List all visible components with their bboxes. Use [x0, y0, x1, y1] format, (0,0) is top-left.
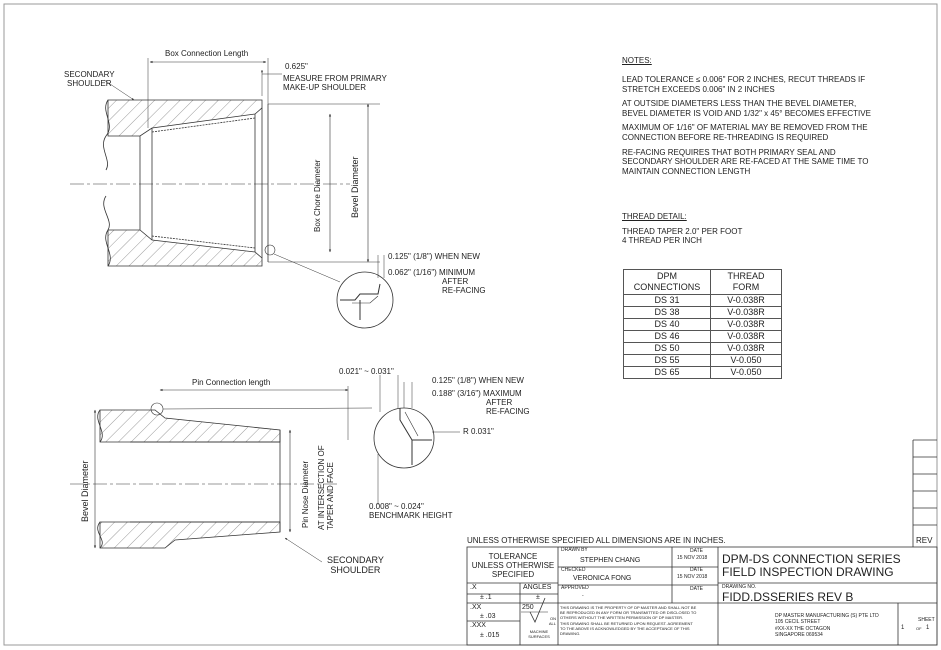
tol-xxx-value: ± .015 — [480, 632, 500, 639]
checked-label: CHECKED — [561, 567, 586, 573]
box-break-bottom — [103, 195, 111, 267]
box-detail-circle — [336, 271, 394, 329]
note-item: MAXIMUM OF 1/16" OF MATERIAL MAY BE REMO… — [622, 123, 868, 142]
pin-connection-view — [70, 375, 460, 563]
title-block-frame — [466, 439, 938, 646]
sheet-label: SHEET — [918, 617, 935, 623]
rev-label: REV — [916, 536, 933, 545]
tol-x: .X — [470, 584, 477, 591]
thread-detail-heading: THREAD DETAIL: — [622, 212, 687, 221]
box-connection-view — [70, 58, 394, 329]
tol-x-value: ± .1 — [480, 594, 492, 601]
property-notice: THIS DRAWING IS THE PROPERTY OF DP MASTE… — [560, 605, 697, 636]
surface-finish-value: 250 — [522, 604, 534, 611]
angles-value: ± — [536, 594, 540, 601]
pin-detail-circle — [373, 407, 435, 469]
dim-0625-label: 0.625" — [285, 62, 308, 71]
tol-xxx: .XXX — [470, 622, 486, 629]
bottom-bevel-diameter-label: Bevel Diameter — [80, 460, 90, 522]
date-label-2: DATE — [690, 567, 703, 573]
note-item: RE-FACING REQUIRES THAT BOTH PRIMARY SEA… — [622, 147, 869, 176]
pin-upper-wall — [99, 409, 281, 443]
drawn-by-label: DRAWN BY — [561, 547, 588, 553]
checked-value: VERONICA FONG — [573, 575, 632, 582]
drawing-no-label: DRAWING NO. — [722, 584, 757, 590]
bottom-when-new-label: 0.125" (1/8") WHEN NEW — [432, 376, 524, 385]
tol-xx-value: ± .03 — [480, 613, 496, 620]
date-value-1: 15 NOV 2018 — [677, 555, 708, 561]
company-block: DP MASTER MANUFACTURING (S) PTE LTD 105 … — [775, 613, 879, 638]
date-value-2: 15 NOV 2018 — [677, 574, 708, 580]
top-bevel-diameter-label: Bevel Diameter — [350, 156, 360, 218]
pin-connection-length-label: Pin Connection length — [192, 378, 271, 387]
pin-nose-diameter-label: Pin Nose Diameter — [301, 460, 310, 528]
bottom-maximum-label: 0.188" (3/16") MAXIMUM AFTER RE-FACING — [432, 389, 530, 417]
approved-label: APPROVED — [561, 585, 589, 591]
drawn-by-value: STEPHEN CHANG — [580, 557, 641, 564]
approved-value: - — [582, 593, 584, 599]
box-upper-wall — [107, 99, 263, 137]
unless-note: UNLESS OTHERWISE SPECIFIED ALL DIMENSION… — [467, 536, 726, 545]
box-chore-diameter-label: Box Chore Diameter — [313, 159, 322, 232]
drawing-no: FIDD.DSSERIES REV B — [722, 590, 854, 604]
benchmark-label: 0.008" ~ 0.024"BENCHMARK HEIGHT — [369, 502, 453, 521]
sheet-number: 1 — [901, 625, 905, 631]
sheet-total: 1 — [926, 625, 930, 631]
date-label-3: DATE — [690, 586, 703, 592]
box-break-top — [103, 99, 110, 171]
angles-label: ANGLES — [523, 584, 552, 591]
top-minimum-label: 0.062" (1/16") MINIMUM AFTER RE-FACING — [388, 268, 486, 296]
notes-list: LEAD TOLERANCE ≤ 0.006" FOR 2 INCHES, RE… — [622, 75, 887, 181]
notes-heading: NOTES: — [622, 56, 652, 65]
dim-0021-label: 0.021" ~ 0.031" — [339, 367, 394, 376]
date-label-1: DATE — [690, 548, 703, 554]
note-item: AT OUTSIDE DIAMETERS LESS THAN THE BEVEL… — [622, 99, 871, 118]
box-lower-wall — [107, 229, 263, 267]
box-connection-length-label: Box Connection Length — [165, 49, 249, 58]
radius-label: R 0.031" — [463, 427, 494, 436]
pin-lower-wall — [99, 521, 281, 549]
sheet-of: OF — [916, 626, 922, 631]
note-item: LEAD TOLERANCE ≤ 0.006" FOR 2 INCHES, RE… — [622, 75, 866, 94]
top-when-new-label: 0.125" (1/8") WHEN NEW — [388, 252, 480, 261]
tol-xx: .XX — [470, 604, 482, 611]
